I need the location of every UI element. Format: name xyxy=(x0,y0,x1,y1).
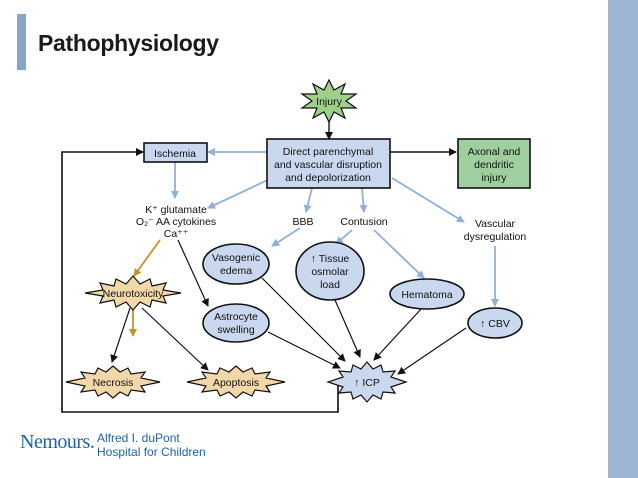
arrow-direct-contusion xyxy=(359,187,368,213)
glutamate-line2: O₂⁻ AA cytokines xyxy=(136,216,216,228)
arrow-glutamate-neurotoxicity xyxy=(133,239,161,277)
node-glutamate: K⁺ glutamate O₂⁻ AA cytokines Ca⁺⁺ xyxy=(136,204,216,240)
arrows xyxy=(61,117,499,413)
arrow-vasogenic-icp xyxy=(261,277,346,362)
neurotoxicity-star xyxy=(84,275,182,311)
direct-line3: and depolorization xyxy=(285,172,371,184)
node-vasogenic: Vasogenic edema xyxy=(202,243,270,285)
node-injury: Injury xyxy=(300,78,358,124)
node-tissue-osmolar: ↑ Tissue osmolar load xyxy=(295,241,365,301)
axonal-line1: Axonal and xyxy=(468,146,521,158)
arrow-astrocyte-icp xyxy=(267,331,341,369)
vascular-line2: dysregulation xyxy=(464,231,527,243)
node-cbv: ↑ CBV xyxy=(467,307,523,339)
vascular-line1: Vascular xyxy=(475,218,516,230)
arrow-bbb-vasogenic xyxy=(271,227,301,247)
arrow-icp-feedback-ischemia xyxy=(61,148,339,413)
node-necrosis: Necrosis xyxy=(65,365,161,399)
astrocyte-line1: Astrocyte xyxy=(214,311,258,323)
vasogenic-line2: edema xyxy=(220,265,252,277)
hospital-name-line1: Alfred I. duPont xyxy=(97,431,180,445)
neurotoxicity-label: Neurotoxicity xyxy=(103,288,164,300)
arrow-direct-glutamate xyxy=(207,177,273,209)
icp-label: ↑ ICP xyxy=(354,377,380,389)
arrow-neurotoxicity-apoptosis xyxy=(141,307,209,371)
arrow-direct-bbb xyxy=(303,187,313,213)
axonal-line2: dendritic xyxy=(474,159,514,171)
ischemia-label: Ischemia xyxy=(154,148,196,160)
direct-line1: Direct parenchymal xyxy=(283,146,373,158)
nemours-logo: Nemours. xyxy=(20,431,95,453)
arrow-contusion-tissue xyxy=(335,229,353,245)
arrow-tissue-icp xyxy=(334,299,361,358)
apoptosis-label: Apoptosis xyxy=(213,377,259,389)
cbv-label: ↑ CBV xyxy=(480,318,510,330)
node-ischemia: Ischemia xyxy=(143,142,208,163)
node-apoptosis: Apoptosis xyxy=(186,365,286,399)
arrow-contusion-hematoma xyxy=(373,229,425,279)
node-axonal: Axonal and dendritic injury xyxy=(457,138,531,189)
contusion-label: Contusion xyxy=(340,216,387,228)
hospital-name-line2: Hospital for Children xyxy=(97,445,206,459)
node-vascular: Vascular dysregulation xyxy=(464,218,527,243)
node-hematoma: Hematoma xyxy=(389,278,465,310)
slide-title: Pathophysiology xyxy=(38,30,219,56)
arrow-glutamate-astrocyte xyxy=(177,239,209,307)
arrow-hematoma-icp xyxy=(373,307,423,361)
arrow-direct-vascular xyxy=(391,177,465,223)
vasogenic-line1: Vasogenic xyxy=(212,252,260,264)
arrow-cbv-icp xyxy=(397,327,467,375)
tissue-line2: osmolar xyxy=(311,266,349,278)
node-astrocyte: Astrocyte swelling xyxy=(202,303,270,343)
node-icp: ↑ ICP xyxy=(326,361,408,403)
injury-label: Injury xyxy=(316,96,342,108)
hematoma-label: Hematoma xyxy=(401,289,453,301)
accent-bar-right xyxy=(608,0,638,478)
tissue-line1: ↑ Tissue xyxy=(311,253,350,265)
necrosis-label: Necrosis xyxy=(93,377,134,389)
node-neurotoxicity: Neurotoxicity xyxy=(84,275,182,311)
necrosis-star xyxy=(65,365,161,399)
glutamate-line3: Ca⁺⁺ xyxy=(164,228,189,240)
axonal-line3: injury xyxy=(481,172,507,184)
icp-star xyxy=(326,361,408,403)
astrocyte-line2: swelling xyxy=(217,324,255,336)
bbb-label: BBB xyxy=(292,216,313,228)
node-direct-parenchymal: Direct parenchymal and vascular disrupti… xyxy=(266,138,391,189)
tissue-line3: load xyxy=(320,279,340,291)
glutamate-line1: K⁺ glutamate xyxy=(145,204,207,216)
pathophysiology-diagram: Injury Direct parenchymal and vascular d… xyxy=(61,78,531,413)
accent-bar-left xyxy=(17,14,26,70)
direct-line2: and vascular disruption xyxy=(274,159,382,171)
apoptosis-star xyxy=(186,365,286,399)
arrow-neurotoxicity-necrosis xyxy=(110,307,131,363)
injury-star xyxy=(300,78,358,124)
